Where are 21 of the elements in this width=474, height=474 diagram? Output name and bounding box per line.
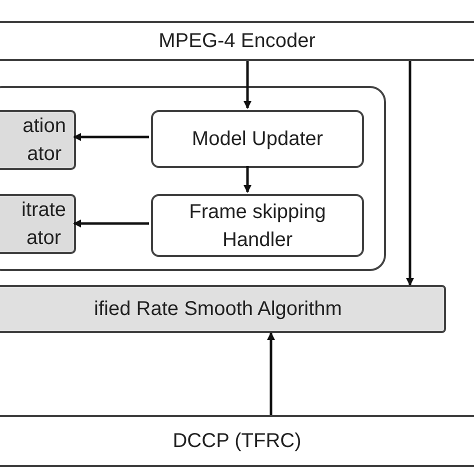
- process-box: [151, 194, 364, 257]
- process-box: [0, 110, 76, 170]
- box-label: MPEG-4 Encoder: [158, 29, 316, 54]
- box-label: ified Rate Smooth Algorithm: [94, 297, 342, 322]
- container-box: [0, 86, 386, 271]
- box-label: ation ator: [22, 114, 66, 167]
- arrow: [406, 61, 414, 286]
- process-box: [0, 285, 446, 333]
- box-label: Model Updater: [192, 127, 324, 152]
- arrow: [73, 133, 149, 141]
- arrow: [244, 61, 252, 109]
- arrow: [73, 220, 149, 228]
- box-label: itrate ator: [22, 198, 66, 251]
- box-label: Frame skipping Handler: [188, 200, 327, 252]
- arrow: [267, 332, 275, 415]
- process-box: [0, 415, 474, 467]
- arrow: [244, 166, 252, 193]
- process-box: [151, 110, 364, 168]
- process-box: [0, 21, 474, 61]
- process-box: [0, 194, 76, 254]
- box-label: DCCP (TFRC): [172, 429, 302, 454]
